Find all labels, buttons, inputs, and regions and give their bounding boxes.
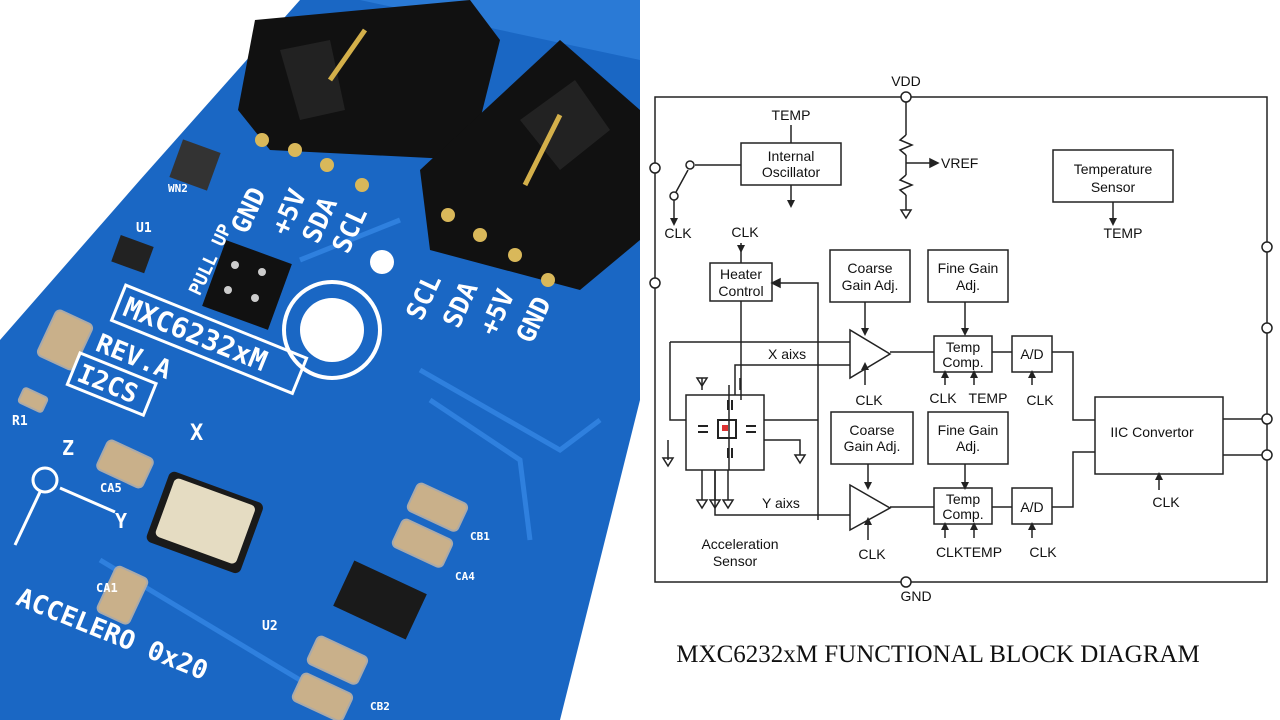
left-pin-2 <box>649 277 661 289</box>
temp-comp-2-label-1: Temp <box>946 491 980 507</box>
adc-1-label: A/D <box>1020 346 1043 362</box>
amp-1-clk-label: CLK <box>855 392 883 408</box>
oscillator-label-2: Oscillator <box>762 164 821 180</box>
pcb-traces <box>98 217 602 683</box>
adc-2-clk-label: CLK <box>1029 544 1057 560</box>
ref-ca5: CA5 <box>100 481 122 495</box>
temp-comp-2-clktemp-label: CLKTEMP <box>936 544 1002 560</box>
gnd-label: GND <box>900 588 931 604</box>
sensor-element <box>698 400 756 458</box>
temp-comp-1-clk-label: CLK <box>929 390 957 406</box>
header-pins <box>255 133 555 287</box>
vref-label: VREF <box>941 155 978 171</box>
temp-sensor-label-1: Temperature <box>1074 161 1153 177</box>
signal-arrows <box>670 200 1163 530</box>
fine-gain-1-label-1: Fine Gain <box>938 260 999 276</box>
chip-u1 <box>111 235 154 274</box>
ref-u1: U1 <box>136 221 152 236</box>
temp-comp-block-2 <box>933 487 993 525</box>
amplifier-2 <box>849 483 892 532</box>
heater-label-1: Heater <box>720 266 762 282</box>
temp-input-label: TEMP <box>772 107 811 123</box>
fine-gain-2-label-2: Adj. <box>956 438 980 454</box>
temp-comp-block-1 <box>933 335 993 373</box>
diagram-caption: MXC6232xM FUNCTIONAL BLOCK DIAGRAM <box>676 641 1199 668</box>
temp-sensor-output-label: TEMP <box>1104 225 1143 241</box>
right-pin-1 <box>1261 241 1273 253</box>
pcb-photo: GND +5V SDA SCL SCL SDA +5V GND PULL UP … <box>0 0 640 720</box>
iic-clk-label: CLK <box>1152 494 1180 510</box>
temp-sensor-label-2: Sensor <box>1091 179 1136 195</box>
coarse-gain-1-label-2: Gain Adj. <box>842 277 899 293</box>
temp-comp-2-label-2: Comp. <box>942 506 983 522</box>
temp-comp-1-label-2: Comp. <box>942 354 983 370</box>
coarse-gain-block-2 <box>830 411 914 465</box>
fine-gain-block-2 <box>927 411 1009 465</box>
heater-clk-label: CLK <box>731 224 759 240</box>
left-pin-1 <box>649 162 661 174</box>
coarse-gain-2-label-2: Gain Adj. <box>844 438 901 454</box>
coarse-gain-block-1 <box>829 249 911 303</box>
ref-wn2: WN2 <box>168 182 188 195</box>
ref-ca4: CA4 <box>455 570 475 583</box>
mounting-hole <box>282 280 382 380</box>
right-pin-4 <box>1261 449 1273 461</box>
osc-clk-label: CLK <box>664 225 692 241</box>
vdd-label: VDD <box>891 73 921 89</box>
ref-ca1: CA1 <box>96 581 118 595</box>
accel-sensor-label-2: Sensor <box>713 553 758 569</box>
coarse-gain-1-label-1: Coarse <box>847 260 892 276</box>
ref-u2: U2 <box>262 619 278 634</box>
coarse-gain-2-label-1: Coarse <box>849 422 894 438</box>
right-pin-3 <box>1261 413 1273 425</box>
temp-comp-1-label-1: Temp <box>946 339 980 355</box>
ref-cb2: CB2 <box>370 700 390 713</box>
accelerometer-chip <box>146 471 263 574</box>
axis-indicator <box>13 466 116 546</box>
functional-block-diagram: VDD GND VREF TEMP Internal Oscillator CL… <box>640 0 1280 720</box>
fine-gain-1-label-2: Adj. <box>956 277 980 293</box>
fine-gain-block-1 <box>927 249 1009 303</box>
x-axis-label: X aixs <box>768 346 806 362</box>
ref-cb1: CB1 <box>470 530 490 543</box>
vdd-pin <box>900 91 912 103</box>
acceleration-sensor-block <box>685 394 765 471</box>
gnd-pin <box>900 576 912 588</box>
connector-top <box>238 0 500 160</box>
axis-z-label: Z <box>62 436 74 460</box>
adc-1-clk-label: CLK <box>1026 392 1054 408</box>
ref-r1: R1 <box>12 414 28 429</box>
adc-2-label: A/D <box>1020 499 1043 515</box>
fine-gain-2-label-1: Fine Gain <box>938 422 999 438</box>
axis-x-label: X <box>190 421 203 446</box>
y-axis-label: Y aixs <box>762 495 800 511</box>
right-pin-2 <box>1261 322 1273 334</box>
chip-outline <box>654 96 1268 583</box>
oscillator-label-1: Internal <box>768 148 815 164</box>
accel-sensor-label-1: Acceleration <box>701 536 778 552</box>
axis-y-label: Y <box>115 509 127 533</box>
amp-2-clk-label: CLK <box>858 546 886 562</box>
temp-comp-1-temp-label: TEMP <box>969 390 1008 406</box>
pullup-jumper <box>202 240 292 330</box>
connector-bottom <box>420 40 640 290</box>
amplifier-1 <box>849 328 892 380</box>
heater-label-2: Control <box>718 283 763 299</box>
ground-symbols <box>661 377 807 510</box>
iic-convertor-label: IIC Convertor <box>1110 424 1194 440</box>
chip-u2 <box>333 560 427 640</box>
